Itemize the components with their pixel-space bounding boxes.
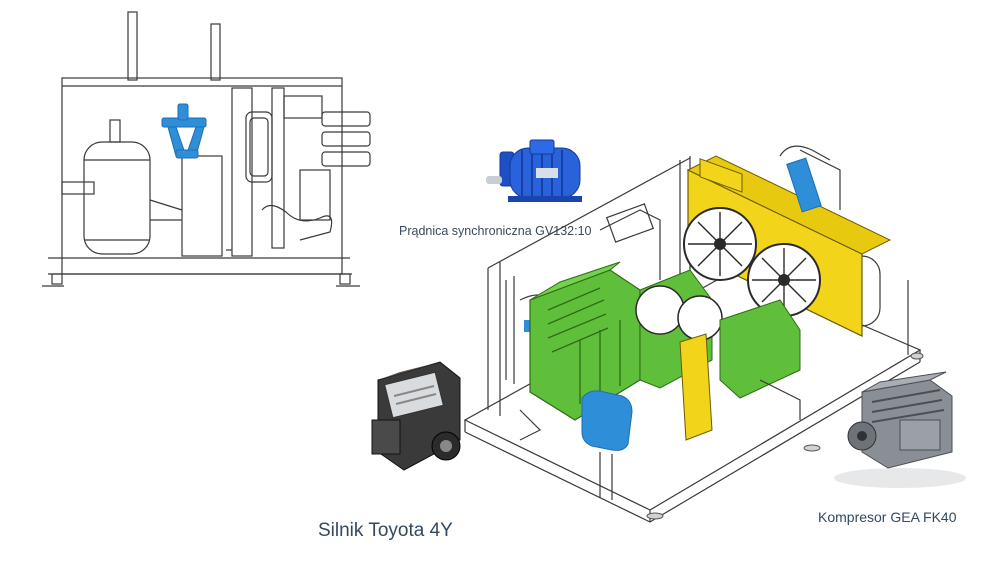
electric-motor-icon [486,139,582,202]
generator-label: Prądnica synchroniczna GV132:10 [399,224,592,238]
condenser [683,155,892,337]
engine-label: Silnik Toyota 4Y [318,520,453,541]
compressor-icon [834,371,966,488]
engine-block-icon [371,360,461,471]
engine-3d [529,261,801,421]
compressor-label: Kompresor GEA FK40 [818,509,957,525]
